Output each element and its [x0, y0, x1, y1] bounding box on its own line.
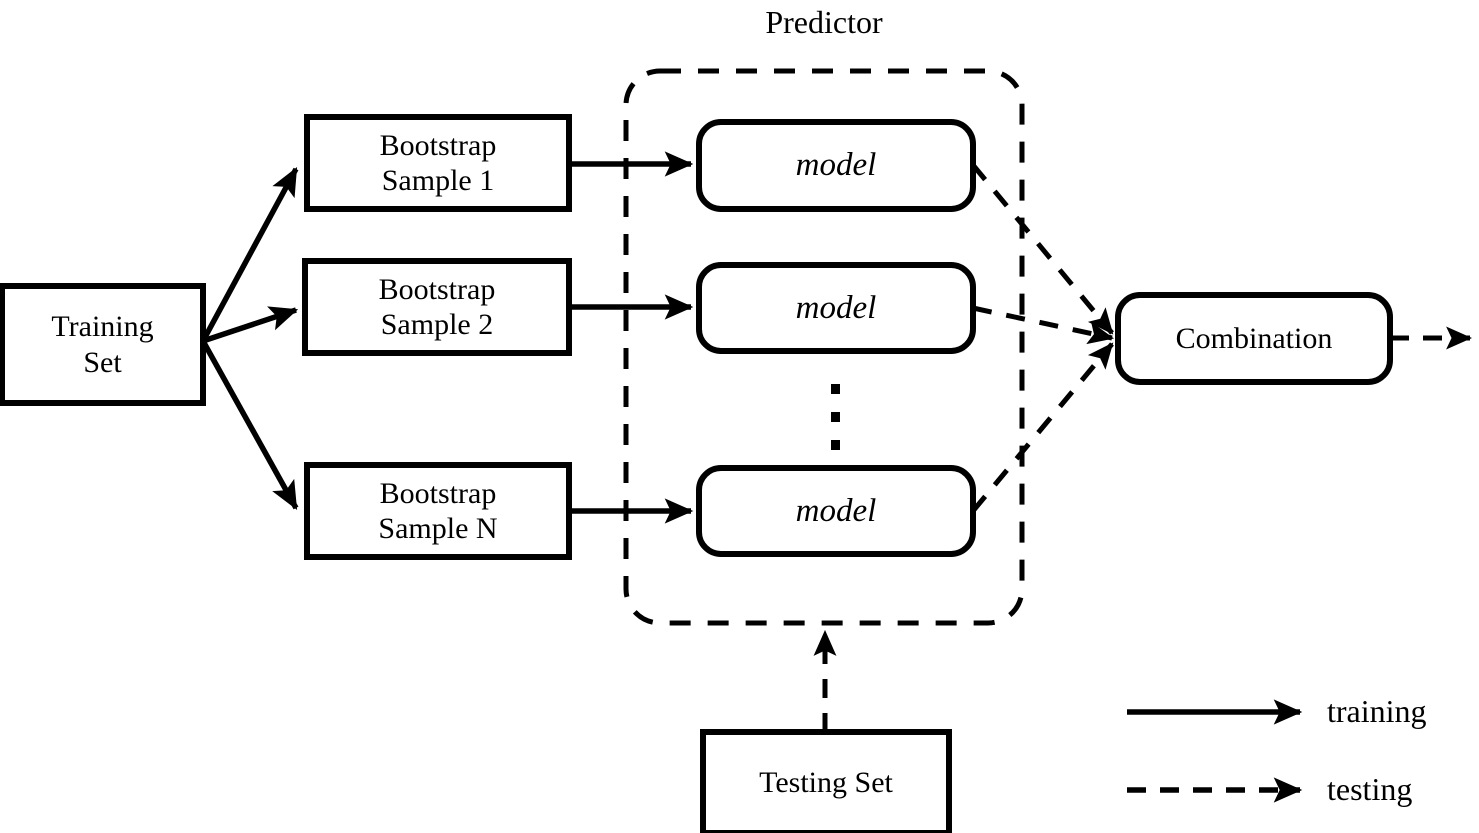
predictor-container	[623, 68, 1025, 626]
model-n-box[interactable]	[696, 465, 976, 557]
edge-training-to-bootstrap-n	[200, 339, 299, 510]
edge-model-n-to-combination	[971, 342, 1114, 513]
edge-training-to-bootstrap-2	[202, 306, 299, 344]
vertical-ellipsis-icon	[831, 384, 840, 450]
model-1-box[interactable]	[696, 119, 976, 212]
testing-set-box[interactable]	[700, 729, 952, 833]
combination-box[interactable]	[1115, 292, 1393, 385]
bootstrap-sample-2-box[interactable]	[302, 258, 572, 356]
bootstrap-sample-n-box[interactable]	[304, 462, 572, 560]
edge-model-1-to-combination	[971, 163, 1114, 335]
edge-model-2-to-combination	[972, 305, 1115, 345]
model-2-box[interactable]	[696, 262, 976, 354]
edge-training-to-bootstrap-1	[200, 166, 299, 343]
bootstrap-sample-1-box[interactable]	[304, 114, 572, 212]
training-set-box[interactable]	[0, 283, 206, 406]
